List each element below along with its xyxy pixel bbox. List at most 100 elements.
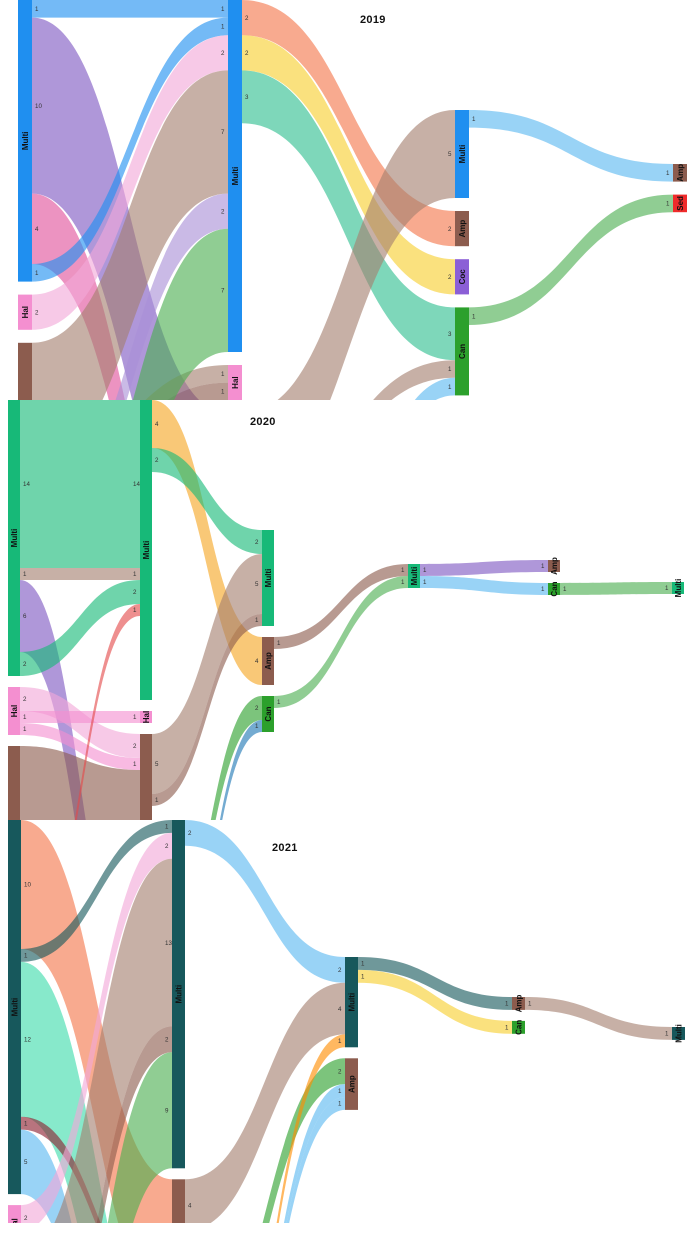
sankey-node-amp[interactable] — [172, 1179, 185, 1223]
sankey-node-hal[interactable] — [228, 365, 242, 400]
flow-value-label: 1 — [338, 1101, 342, 1108]
flow-value-label: 1 — [666, 170, 670, 177]
node-label: Multi — [10, 529, 19, 548]
sankey-node-amp[interactable] — [345, 1058, 358, 1110]
sankey-panel-2021: 2021101011121211552211131322332299111122… — [0, 820, 699, 1223]
flow-value-label: 2 — [24, 1215, 28, 1222]
sankey-node-multi[interactable] — [345, 957, 358, 1048]
sankey-node-amp[interactable] — [512, 997, 525, 1010]
sankey-link — [283, 1084, 345, 1223]
sankey-node-hal[interactable] — [8, 1205, 21, 1223]
flow-value-label: 4 — [35, 226, 39, 233]
node-label: Hal — [10, 705, 19, 717]
flow-value-label: 2 — [448, 274, 452, 281]
sankey-link — [20, 568, 140, 580]
sankey-node-amp[interactable] — [262, 637, 274, 685]
sankey-node-multi[interactable] — [262, 530, 274, 626]
flow-value-label: 1 — [665, 585, 669, 592]
node-label: Multi — [231, 167, 240, 186]
flow-value-label: 3 — [245, 94, 249, 101]
sankey-node-multi[interactable] — [672, 1027, 685, 1040]
sankey-node-amp[interactable] — [455, 211, 469, 247]
sankey-node-multi[interactable] — [18, 0, 32, 282]
flow-value-label: 1 — [563, 586, 567, 593]
flow-value-label: 1 — [448, 366, 452, 373]
flow-value-label: 1 — [541, 563, 545, 570]
sankey-link — [152, 614, 262, 806]
sankey-node-multi[interactable] — [140, 400, 152, 700]
node-label: Amp — [264, 652, 273, 670]
flow-value-label: 1 — [665, 1031, 669, 1038]
flow-value-label: 2 — [188, 830, 192, 837]
sankey-node-can[interactable] — [455, 307, 469, 396]
flow-value-label: 2 — [255, 539, 259, 546]
flow-value-label: 1 — [277, 640, 281, 647]
sankey-link — [242, 0, 455, 247]
sankey-link — [32, 35, 228, 330]
flow-value-label: 7 — [221, 129, 225, 136]
node-label: Multi — [675, 1024, 684, 1043]
node-label: Multi — [142, 541, 151, 560]
sankey-node-can[interactable] — [262, 696, 274, 732]
sankey-node-hal[interactable] — [18, 294, 32, 330]
flow-value-label: 1 — [35, 270, 39, 277]
node-label: Multi — [11, 998, 20, 1017]
sankey-node-multi[interactable] — [408, 564, 420, 588]
node-label: Hal — [231, 376, 240, 388]
sankey-node-multi[interactable] — [172, 820, 185, 1169]
sankey-link — [132, 228, 228, 400]
sankey-node-multi[interactable] — [8, 820, 21, 1195]
sankey-node-can[interactable] — [512, 1020, 525, 1034]
flow-value-label: 1 — [277, 699, 281, 706]
node-label: Amp — [676, 164, 685, 182]
flow-value-label: 1 — [23, 714, 27, 721]
sankey-panel-2019: 2019111010441122771111221177111111222222… — [0, 0, 699, 400]
sankey-node-amp[interactable] — [140, 734, 152, 820]
sankey-node-amp[interactable] — [18, 342, 32, 400]
flow-value-label: 4 — [155, 421, 159, 428]
flow-value-label: 1 — [255, 617, 259, 624]
flow-value-label: 1 — [361, 961, 365, 968]
sankey-node-multi[interactable] — [8, 400, 20, 676]
flow-value-label: 2 — [448, 226, 452, 233]
sankey-link — [242, 35, 455, 295]
node-label: Multi — [175, 985, 184, 1004]
flow-value-label: 1 — [165, 824, 169, 831]
sankey-node-amp[interactable] — [548, 560, 560, 572]
node-label: Amp — [550, 557, 559, 575]
flow-value-label: 1 — [448, 384, 452, 391]
sankey-link — [469, 194, 673, 325]
node-label: Multi — [674, 579, 683, 598]
node-label: Multi — [348, 993, 357, 1012]
sankey-node-multi[interactable] — [228, 0, 242, 352]
sankey-node-multi[interactable] — [672, 582, 684, 594]
panel-year-title: 2019 — [360, 14, 386, 26]
flow-value-label: 1 — [221, 24, 225, 31]
sankey-node-can[interactable] — [548, 583, 560, 595]
node-label: Sed — [676, 196, 685, 211]
sankey-node-coc[interactable] — [455, 259, 469, 295]
flow-value-label: 1 — [23, 726, 27, 733]
sankey-node-hal[interactable] — [8, 687, 20, 735]
flow-value-label: 2 — [245, 15, 249, 22]
sankey-link — [560, 582, 672, 595]
flow-value-label: 4 — [338, 1006, 342, 1013]
flow-value-label: 1 — [423, 579, 427, 586]
sankey-node-amp[interactable] — [8, 746, 20, 820]
node-label: Can — [515, 1020, 524, 1035]
flow-value-label: 1 — [255, 723, 259, 730]
flow-value-label: 1 — [24, 1120, 28, 1127]
sankey-link — [274, 576, 408, 708]
sankey-link — [20, 580, 140, 676]
sankey-link — [358, 969, 512, 1034]
sankey-link — [21, 820, 172, 962]
sankey-node-sed[interactable] — [673, 194, 687, 213]
sankey-node-amp[interactable] — [673, 164, 687, 182]
sankey-node-hal[interactable] — [140, 711, 152, 723]
sankey-link — [32, 70, 228, 400]
flow-value-label: 1 — [423, 567, 427, 574]
sankey-link — [373, 360, 455, 400]
sankey-link — [420, 576, 548, 595]
sankey-node-multi[interactable] — [455, 110, 469, 198]
flow-value-label: 1 — [155, 797, 159, 804]
